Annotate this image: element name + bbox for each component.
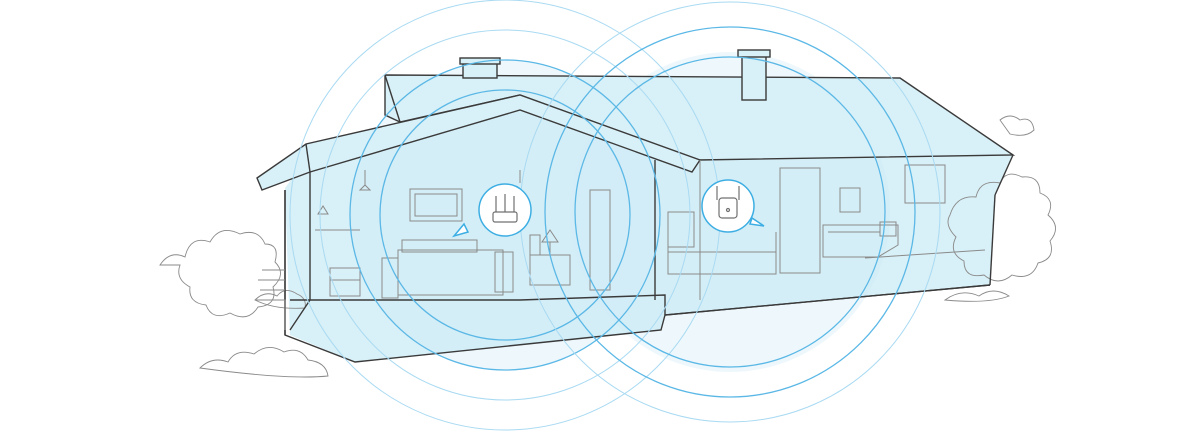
router-icon (492, 194, 518, 223)
bedrooms (667, 160, 986, 300)
extender-bubble (701, 179, 765, 233)
extender-icon (716, 186, 740, 219)
walls (255, 154, 1014, 363)
router-bubble (451, 183, 532, 238)
